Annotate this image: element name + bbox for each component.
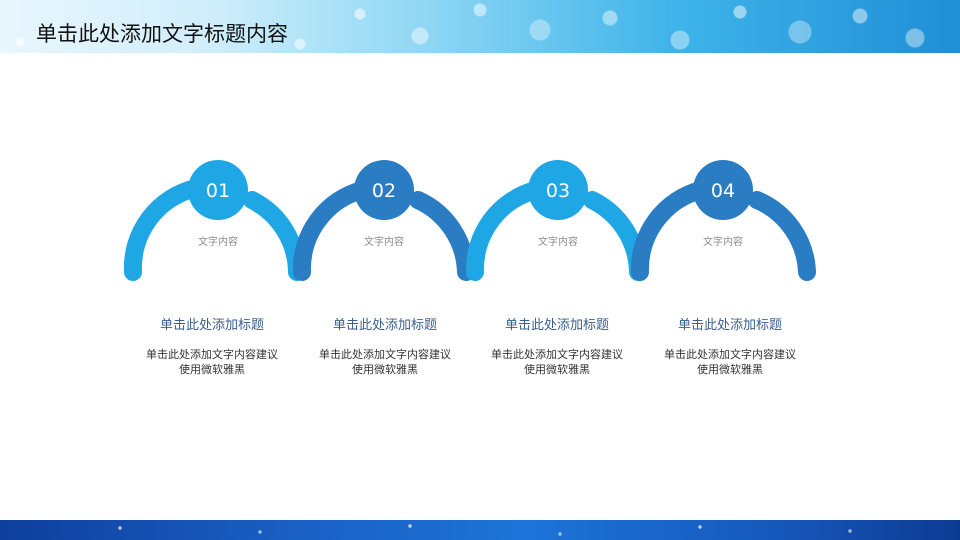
step-desc-2-line2: 使用微软雅黑	[352, 363, 418, 376]
step-desc-1[interactable]: 单击此处添加文字内容建议使用微软雅黑	[122, 347, 302, 377]
step-desc-3-line1: 单击此处添加文字内容建议	[491, 348, 623, 361]
step-text-1: 单击此处添加标题 单击此处添加文字内容建议使用微软雅黑	[122, 317, 302, 377]
step-label-2: 文字内容	[364, 235, 404, 248]
arc-step-3: 03 文字内容	[465, 160, 647, 281]
sparkle-pattern	[0, 520, 960, 540]
step-desc-1-line2: 使用微软雅黑	[179, 363, 245, 376]
arc-step-2: 02 文字内容	[292, 160, 475, 281]
step-text-2: 单击此处添加标题 单击此处添加文字内容建议使用微软雅黑	[295, 317, 475, 377]
arc-right-1	[243, 191, 306, 281]
arc-left-4	[630, 181, 710, 281]
top-banner-decoration	[0, 0, 960, 53]
step-number-1: 01	[206, 180, 230, 202]
arc-right-3	[583, 191, 647, 281]
step-number-3: 03	[546, 180, 570, 202]
bokeh-pattern	[0, 0, 960, 53]
page-title[interactable]: 单击此处添加文字标题内容	[36, 22, 288, 46]
step-circle-1[interactable]	[188, 160, 248, 220]
step-circle-2[interactable]	[354, 160, 414, 220]
step-label-3: 文字内容	[538, 235, 578, 248]
step-desc-4-line1: 单击此处添加文字内容建议	[664, 348, 796, 361]
step-circle-3[interactable]	[528, 160, 588, 220]
arc-left-3	[465, 181, 545, 281]
step-desc-3[interactable]: 单击此处添加文字内容建议使用微软雅黑	[467, 347, 647, 377]
arc-step-1: 01 文字内容	[123, 160, 306, 281]
step-desc-2-line1: 单击此处添加文字内容建议	[319, 348, 451, 361]
step-desc-2[interactable]: 单击此处添加文字内容建议使用微软雅黑	[295, 347, 475, 377]
process-diagram: 01 文字内容 02 文字内容 03 文字内容 04 文字内容	[123, 160, 816, 281]
arc-left-1	[123, 179, 205, 281]
step-number-4: 04	[711, 180, 735, 202]
step-desc-3-line2: 使用微软雅黑	[524, 363, 590, 376]
step-label-1: 文字内容	[198, 235, 238, 248]
step-title-4[interactable]: 单击此处添加标题	[677, 318, 782, 333]
step-circle-4[interactable]	[693, 160, 753, 220]
step-desc-1-line1: 单击此处添加文字内容建议	[146, 348, 278, 361]
step-title-2[interactable]: 单击此处添加标题	[332, 318, 437, 333]
arc-right-4	[748, 191, 816, 281]
step-text-4: 单击此处添加标题 单击此处添加文字内容建议使用微软雅黑	[640, 317, 820, 377]
arc-step-4: 04 文字内容	[630, 160, 816, 281]
step-title-3[interactable]: 单击此处添加标题	[504, 318, 609, 333]
step-number-2: 02	[372, 180, 396, 202]
step-text-3: 单击此处添加标题 单击此处添加文字内容建议使用微软雅黑	[467, 317, 647, 377]
arc-right-2	[409, 191, 475, 281]
step-desc-4[interactable]: 单击此处添加文字内容建议使用微软雅黑	[640, 347, 820, 377]
arc-left-2	[292, 181, 371, 281]
step-label-4: 文字内容	[703, 235, 743, 248]
bottom-banner-decoration	[0, 520, 960, 540]
step-desc-4-line2: 使用微软雅黑	[697, 363, 763, 376]
step-title-1[interactable]: 单击此处添加标题	[159, 318, 264, 333]
